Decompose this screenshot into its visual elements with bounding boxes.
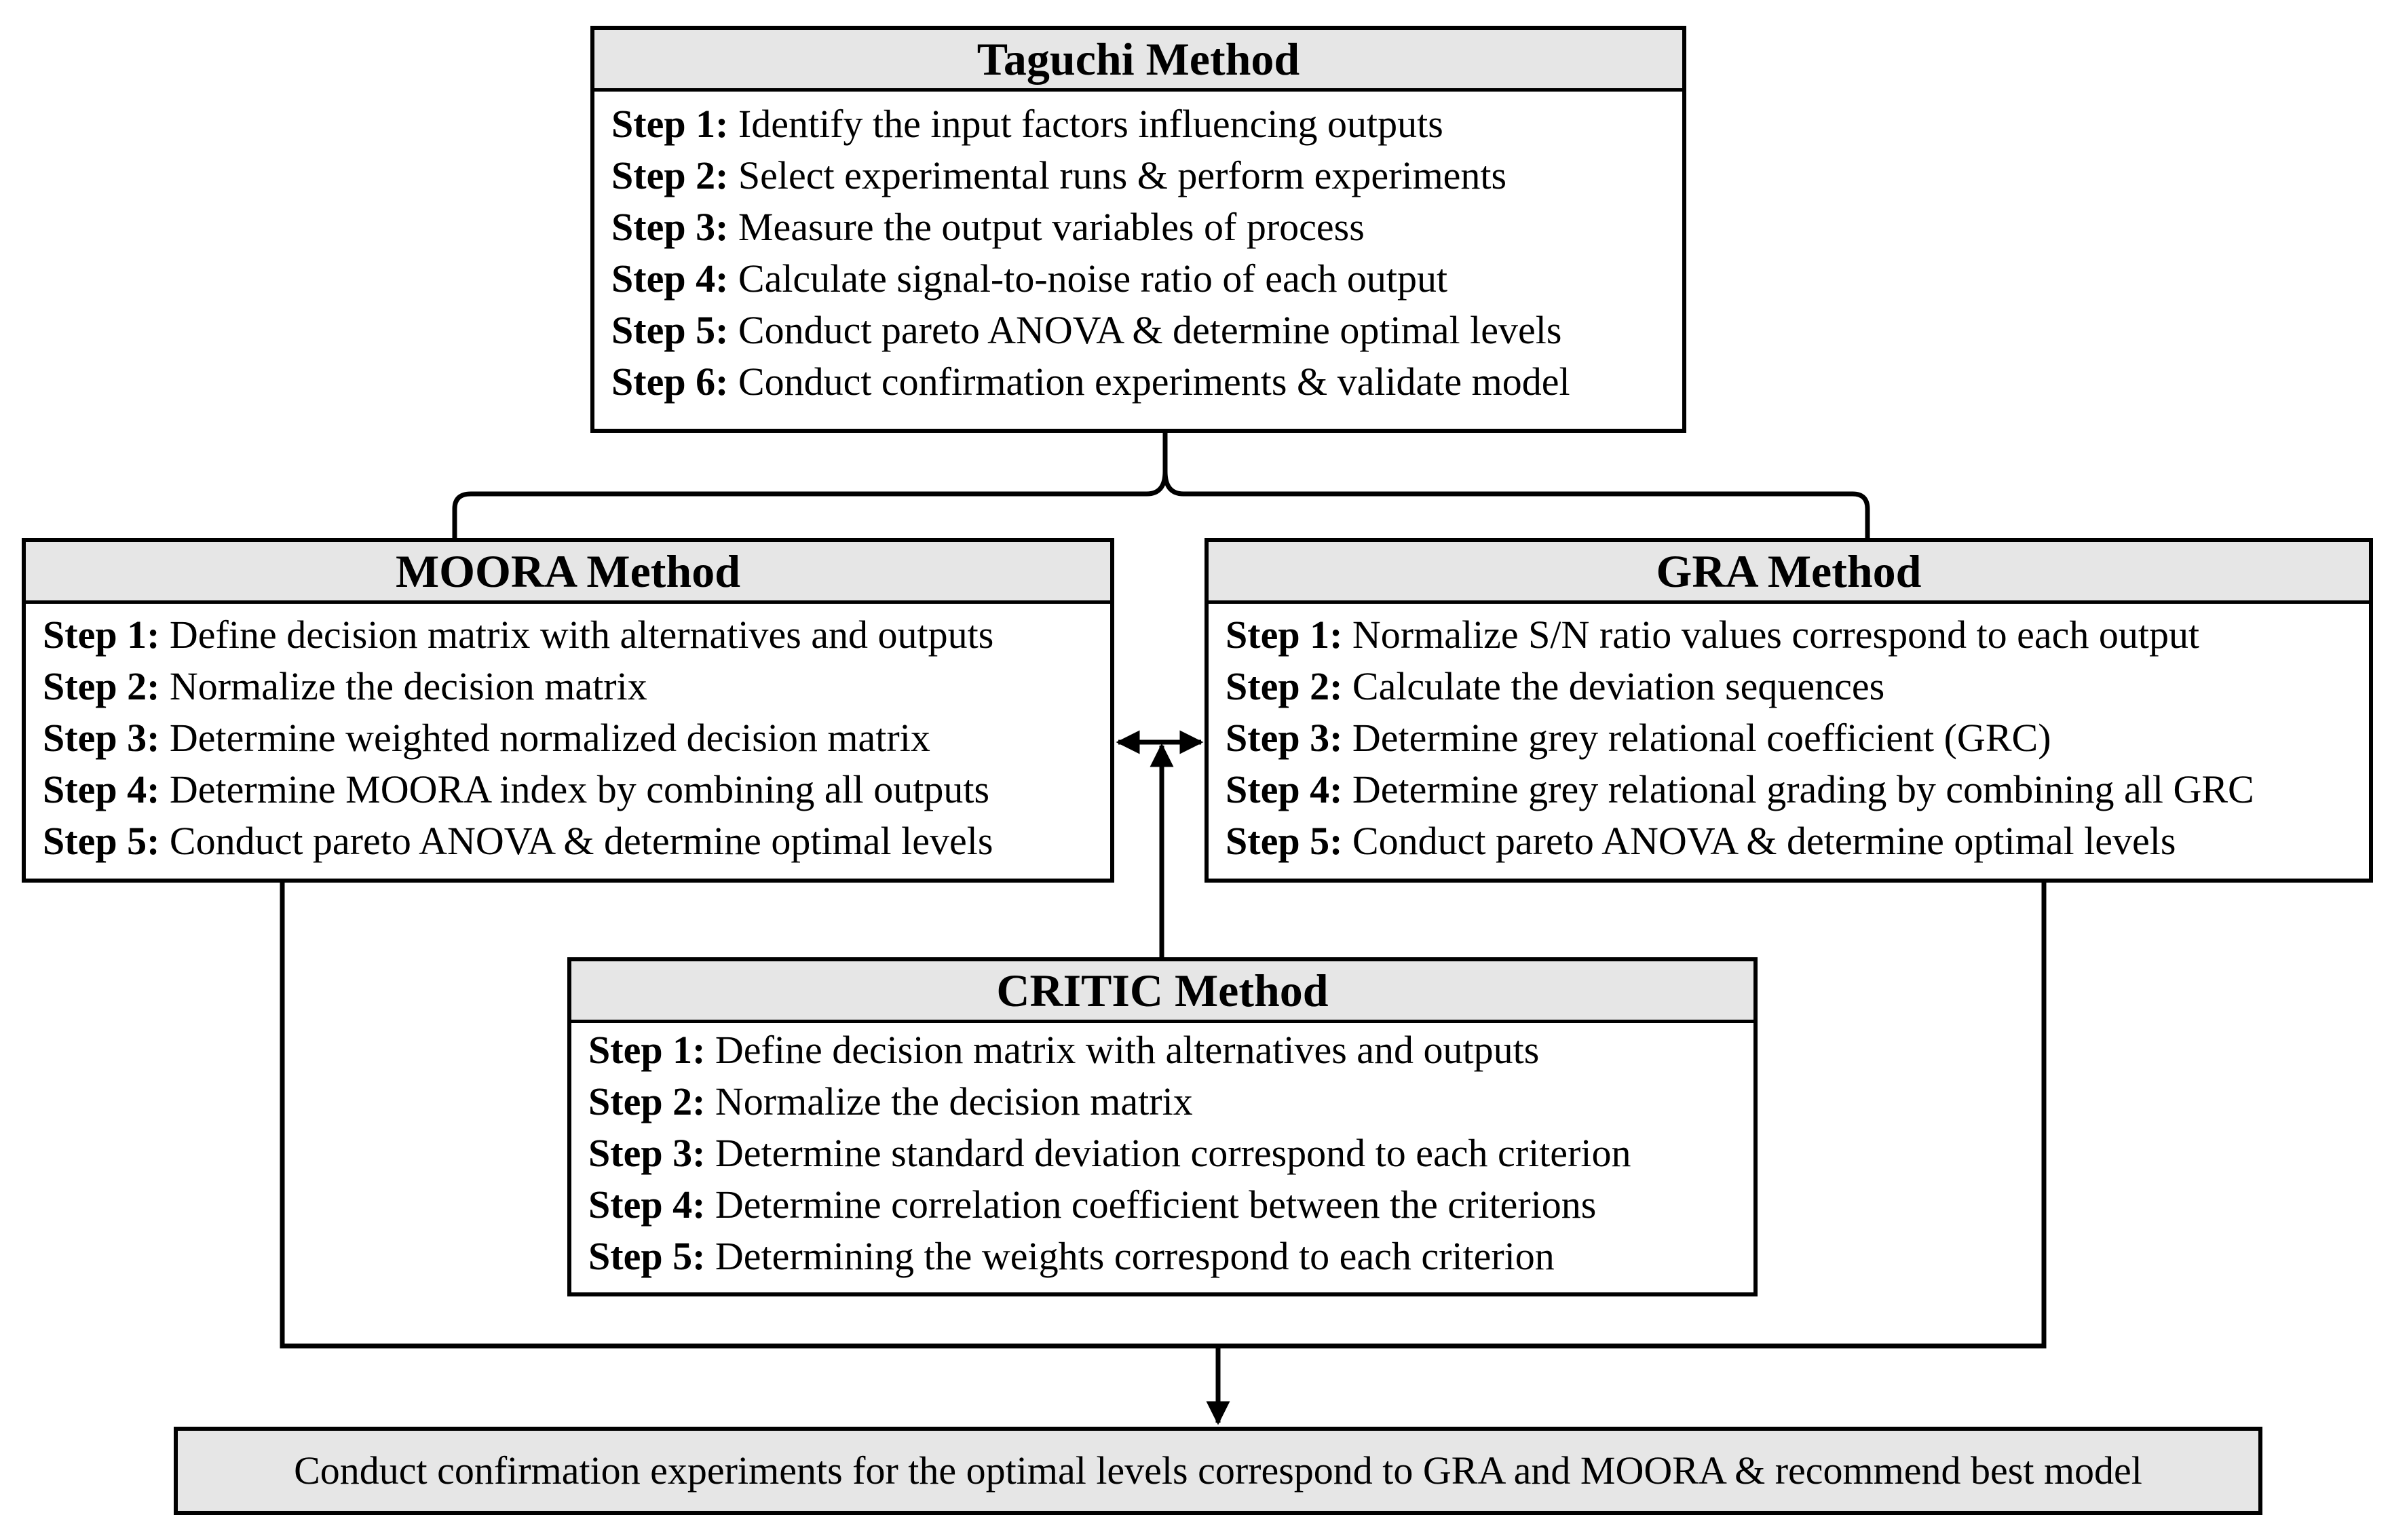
step-text: Normalize S/N ratio values correspond to… <box>1352 613 2200 657</box>
step-label: Step 3: <box>588 1131 706 1175</box>
step-item: Step 4: Determine grey relational gradin… <box>1226 764 2369 815</box>
step-item: Step 3: Determine grey relational coeffi… <box>1226 712 2369 764</box>
taguchi-brace <box>452 433 1168 538</box>
step-text: Measure the output variables of process <box>738 205 1365 249</box>
step-text: Determine MOORA index by combining all o… <box>169 767 990 811</box>
step-item: Step 3: Determine weighted normalized de… <box>43 712 1110 764</box>
step-item: Step 3: Measure the output variables of … <box>611 201 1682 253</box>
final-recommendation-text: Conduct confirmation experiments for the… <box>294 1448 2142 1493</box>
step-text: Conduct pareto ANOVA & determine optimal… <box>738 308 1562 352</box>
step-text: Determining the weights correspond to ea… <box>715 1234 1555 1278</box>
step-text: Conduct pareto ANOVA & determine optimal… <box>1352 819 2176 863</box>
gra-method-title: GRA Method <box>1209 542 2369 604</box>
step-label: Step 6: <box>611 360 729 404</box>
step-text: Determine correlation coefficient betwee… <box>715 1182 1597 1227</box>
step-label: Step 3: <box>43 716 160 760</box>
step-label: Step 4: <box>1226 767 1343 811</box>
step-label: Step 4: <box>43 767 160 811</box>
step-label: Step 5: <box>588 1234 706 1278</box>
step-label: Step 1: <box>611 102 729 146</box>
step-text: Define decision matrix with alternatives… <box>715 1028 1540 1072</box>
step-text: Determine grey relational grading by com… <box>1352 767 2254 811</box>
step-label: Step 5: <box>1226 819 1343 863</box>
taguchi-method-title: Taguchi Method <box>594 30 1682 92</box>
step-item: Step 1: Normalize S/N ratio values corre… <box>1226 609 2369 661</box>
step-item: Step 1: Define decision matrix with alte… <box>588 1024 1753 1076</box>
step-item: Step 4: Determine MOORA index by combini… <box>43 764 1110 815</box>
step-text: Define decision matrix with alternatives… <box>169 613 994 657</box>
step-item: Step 6: Conduct confirmation experiments… <box>611 356 1682 408</box>
step-text: Normalize the decision matrix <box>169 664 647 708</box>
step-label: Step 2: <box>1226 664 1343 708</box>
step-text: Conduct pareto ANOVA & determine optimal… <box>169 819 993 863</box>
step-item: Step 1: Define decision matrix with alte… <box>43 609 1110 661</box>
step-label: Step 1: <box>588 1028 706 1072</box>
step-text: Determine standard deviation correspond … <box>715 1131 1631 1175</box>
critic-steps: Step 1: Define decision matrix with alte… <box>571 1023 1753 1282</box>
step-label: Step 4: <box>588 1182 706 1227</box>
step-text: Conduct confirmation experiments & valid… <box>738 360 1570 404</box>
final-recommendation-box: Conduct confirmation experiments for the… <box>174 1427 2262 1515</box>
step-text: Calculate signal-to-noise ratio of each … <box>738 256 1448 301</box>
moora-method-box: MOORA Method Step 1: Define decision mat… <box>22 538 1114 883</box>
step-item: Step 5: Conduct pareto ANOVA & determine… <box>611 305 1682 356</box>
moora-method-title: MOORA Method <box>26 542 1110 604</box>
step-label: Step 3: <box>611 205 729 249</box>
moora-steps: Step 1: Define decision matrix with alte… <box>26 604 1110 867</box>
step-label: Step 1: <box>1226 613 1343 657</box>
step-item: Step 2: Calculate the deviation sequence… <box>1226 661 2369 712</box>
step-text: Calculate the deviation sequences <box>1352 664 1885 708</box>
step-text: Determine grey relational coefficient (G… <box>1352 716 2051 760</box>
taguchi-brace-right <box>1162 471 1870 538</box>
merge-bracket <box>280 883 2047 1349</box>
gra-method-box: GRA Method Step 1: Normalize S/N ratio v… <box>1205 538 2373 883</box>
step-label: Step 1: <box>43 613 160 657</box>
step-item: Step 2: Normalize the decision matrix <box>43 661 1110 712</box>
step-label: Step 5: <box>611 308 729 352</box>
step-text: Select experimental runs & perform exper… <box>738 153 1507 197</box>
step-item: Step 5: Determining the weights correspo… <box>588 1231 1753 1282</box>
step-label: Step 5: <box>43 819 160 863</box>
step-label: Step 4: <box>611 256 729 301</box>
critic-method-box: CRITIC Method Step 1: Define decision ma… <box>567 957 1758 1296</box>
step-text: Identify the input factors influencing o… <box>738 102 1443 146</box>
step-item: Step 4: Determine correlation coefficien… <box>588 1179 1753 1231</box>
taguchi-method-box: Taguchi Method Step 1: Identify the inpu… <box>590 26 1686 433</box>
step-item: Step 2: Select experimental runs & perfo… <box>611 150 1682 201</box>
step-item: Step 1: Identify the input factors influ… <box>611 98 1682 150</box>
step-label: Step 3: <box>1226 716 1343 760</box>
step-label: Step 2: <box>611 153 729 197</box>
step-item: Step 3: Determine standard deviation cor… <box>588 1128 1753 1179</box>
step-text: Normalize the decision matrix <box>715 1079 1193 1123</box>
step-label: Step 2: <box>588 1079 706 1123</box>
gra-steps: Step 1: Normalize S/N ratio values corre… <box>1209 604 2369 867</box>
step-item: Step 4: Calculate signal-to-noise ratio … <box>611 253 1682 305</box>
step-item: Step 5: Conduct pareto ANOVA & determine… <box>1226 815 2369 867</box>
taguchi-steps: Step 1: Identify the input factors influ… <box>594 92 1682 408</box>
step-label: Step 2: <box>43 664 160 708</box>
step-text: Determine weighted normalized decision m… <box>169 716 930 760</box>
step-item: Step 2: Normalize the decision matrix <box>588 1076 1753 1128</box>
step-item: Step 5: Conduct pareto ANOVA & determine… <box>43 815 1110 867</box>
critic-method-title: CRITIC Method <box>571 961 1753 1023</box>
